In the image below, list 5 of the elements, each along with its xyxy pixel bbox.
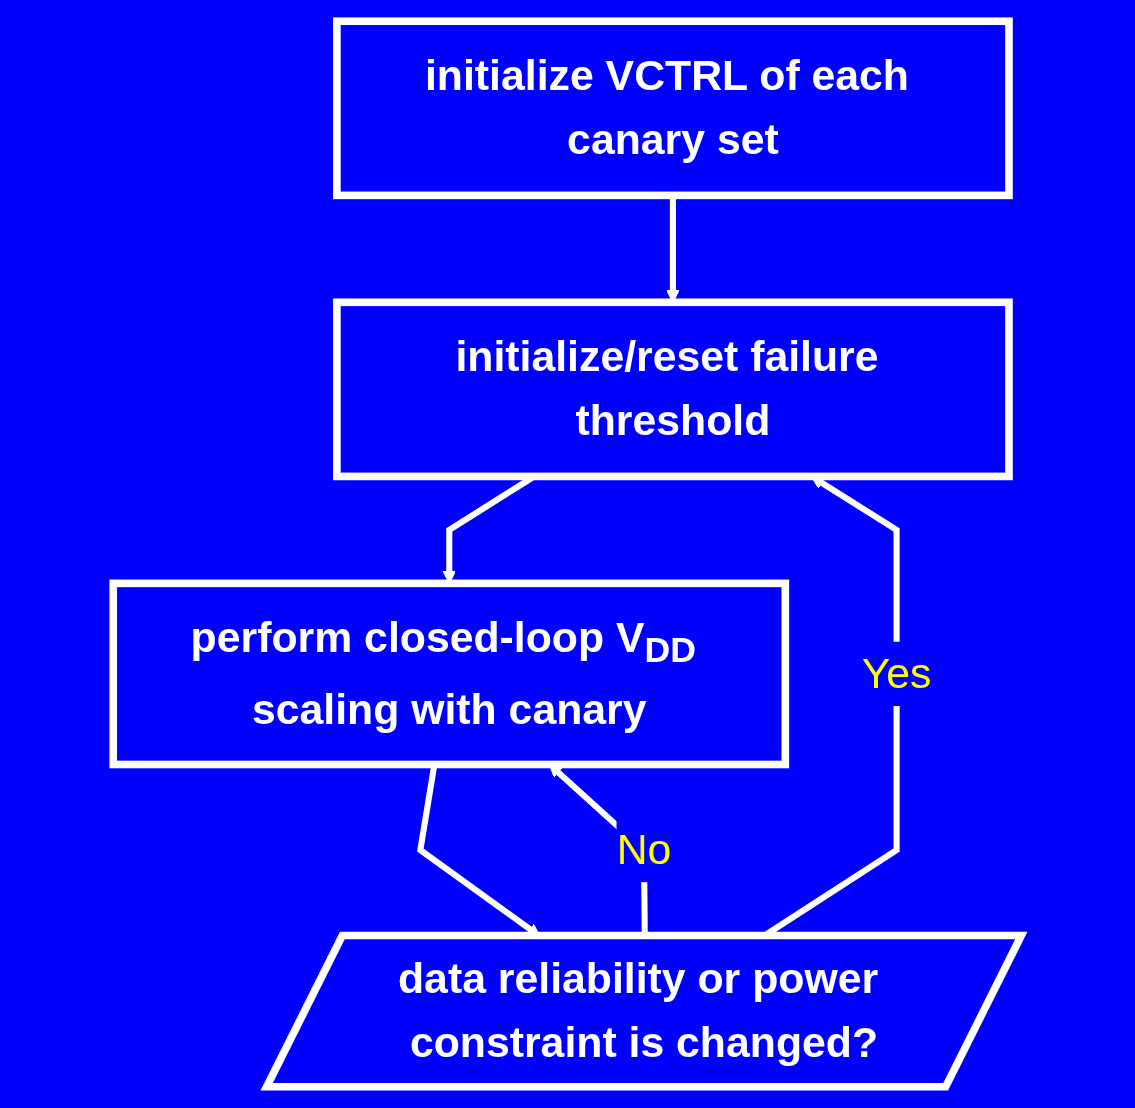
edge-label: No: [616, 825, 672, 873]
node-box: perform closed-loop V$_{DD}$ scaling with canary: [109, 579, 790, 769]
edge-label: Yes: [861, 649, 932, 697]
node-box: initialize/reset failure threshold: [333, 298, 1014, 481]
node-box: initialize VCTRL of each canary set: [333, 17, 1014, 200]
